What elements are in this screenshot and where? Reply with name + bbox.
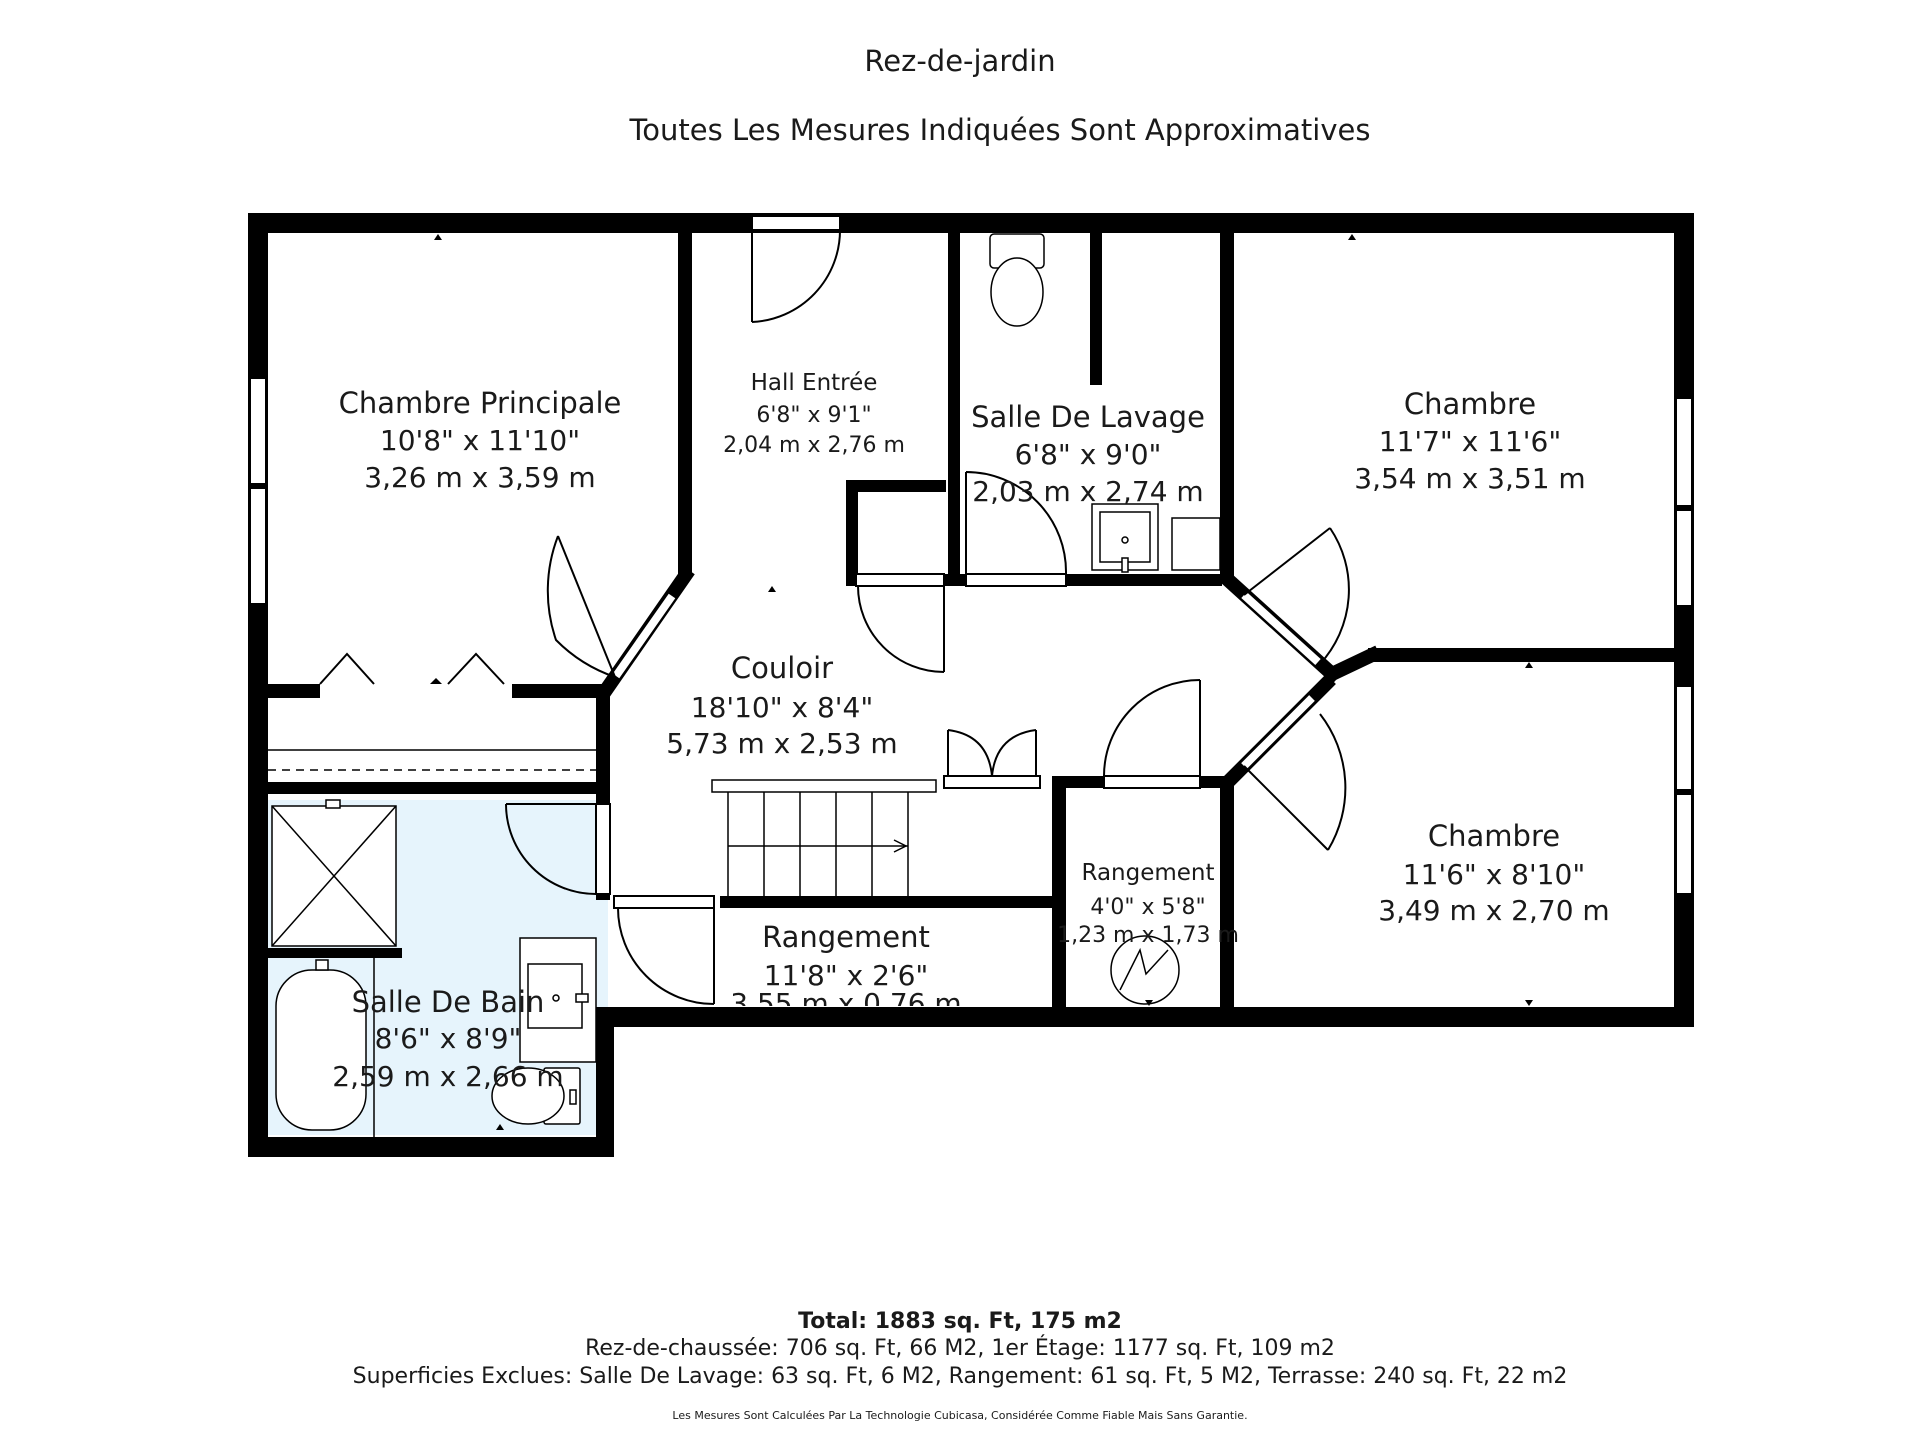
room-name-couloir: Couloir <box>731 651 833 685</box>
room-imperial-chambre-principale: 10'8" x 11'10" <box>380 424 580 457</box>
room-name-salle-lavage: Salle De Lavage <box>971 400 1205 434</box>
floor-areas: Rez-de-chaussée: 706 sq. Ft, 66 M2, 1er … <box>585 1336 1335 1361</box>
room-imperial-chambre-2: 11'6" x 8'10" <box>1403 858 1585 891</box>
doors <box>319 215 1350 1005</box>
measurement-note: Toutes Les Mesures Indiquées Sont Approx… <box>629 113 1371 147</box>
room-name-rangement-small: Rangement <box>1081 860 1214 886</box>
interior-walls <box>266 230 1678 1020</box>
fixtures <box>271 233 1221 1137</box>
room-metric-rangement-small: 1,23 m x 1,73 m <box>1057 923 1239 948</box>
total-area: Total: 1883 sq. Ft, 175 m2 <box>798 1309 1122 1334</box>
windows <box>249 377 1693 895</box>
closet-shelf <box>268 749 596 771</box>
room-name-chambre-2: Chambre <box>1428 819 1560 853</box>
room-imperial-couloir: 18'10" x 8'4" <box>691 691 873 724</box>
room-imperial-salle-lavage: 6'8" x 9'0" <box>1015 438 1162 471</box>
room-imperial-salle-bain: 8'6" x 8'9" <box>375 1022 522 1055</box>
room-name-hall-entree: Hall Entrée <box>751 370 878 396</box>
room-name-salle-bain: Salle De Bain <box>352 985 545 1019</box>
room-name-chambre-1: Chambre <box>1404 387 1536 421</box>
room-imperial-rangement-small: 4'0" x 5'8" <box>1090 895 1205 920</box>
room-imperial-hall-entree: 6'8" x 9'1" <box>756 403 871 428</box>
room-metric-couloir: 5,73 m x 2,53 m <box>666 727 897 760</box>
room-metric-salle-bain: 2,59 m x 2,66 m <box>332 1060 563 1093</box>
angled-door-openings <box>612 592 1321 769</box>
room-imperial-rangement-long: 11'8" x 2'6" <box>764 959 929 992</box>
room-name-rangement-long: Rangement <box>762 920 930 954</box>
room-metric-hall-entree: 2,04 m x 2,76 m <box>723 433 905 458</box>
floor-title: Rez-de-jardin <box>864 44 1056 78</box>
room-name-chambre-principale: Chambre Principale <box>339 386 622 420</box>
room-metric-chambre-1: 3,54 m x 3,51 m <box>1354 462 1585 495</box>
room-imperial-chambre-1: 11'7" x 11'6" <box>1379 425 1561 458</box>
excluded-areas: Superficies Exclues: Salle De Lavage: 63… <box>352 1364 1568 1389</box>
room-metric-chambre-principale: 3,26 m x 3,59 m <box>364 461 595 494</box>
dimension-markers <box>430 234 1533 1130</box>
room-metric-rangement-long: 3,55 m x 0,76 m <box>730 987 961 1020</box>
stairs <box>711 779 937 896</box>
disclaimer: Les Mesures Sont Calculées Par La Techno… <box>672 1409 1248 1422</box>
room-metric-chambre-2: 3,49 m x 2,70 m <box>1378 894 1609 927</box>
room-metric-salle-lavage: 2,03 m x 2,74 m <box>972 475 1203 508</box>
